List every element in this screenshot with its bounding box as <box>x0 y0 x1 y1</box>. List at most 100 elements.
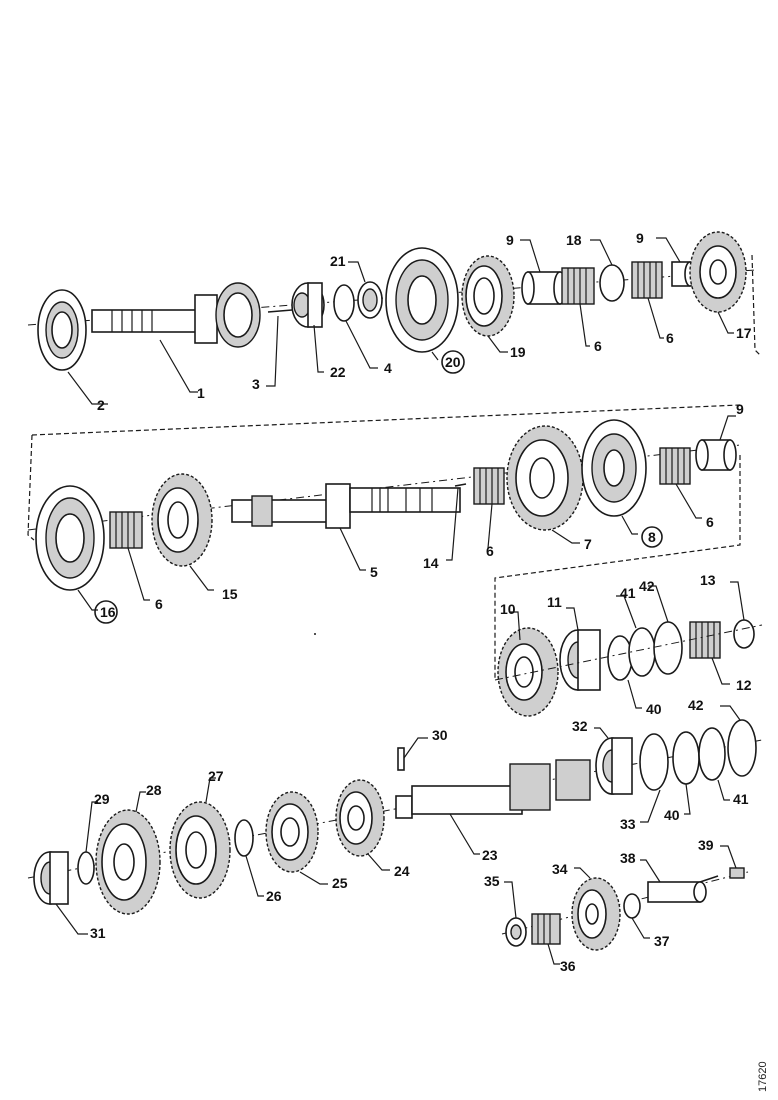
part-10-gear <box>497 627 559 717</box>
label-6d: 6 <box>486 543 494 559</box>
part-6d-needle-bearing <box>473 467 505 505</box>
label-1: 1 <box>197 385 205 401</box>
part-40a-circlip <box>607 635 633 681</box>
label-23: 23 <box>482 847 498 863</box>
label-9b: 9 <box>636 230 644 246</box>
subassembly-leaders <box>510 581 745 709</box>
label-4: 4 <box>384 360 392 376</box>
label-24: 24 <box>394 863 410 879</box>
part-1-primary-shaft <box>91 282 261 348</box>
part-27-gear <box>169 801 231 899</box>
part-19-gear <box>461 255 515 337</box>
label-11: 11 <box>547 594 562 610</box>
label-20: 20 <box>445 354 461 370</box>
label-2: 2 <box>97 397 105 413</box>
label-27: 27 <box>208 768 224 784</box>
part-6e-needle-bearing <box>659 447 691 485</box>
part-8-synchro <box>581 419 647 517</box>
label-5: 5 <box>370 564 378 580</box>
part-9a-sleeve <box>521 271 567 305</box>
part-32-bearing <box>595 737 633 795</box>
part-7-gear <box>506 425 584 531</box>
row2-top-bracket <box>31 404 741 436</box>
part-6a-needle-bearing <box>561 267 595 305</box>
part-40b-circlip <box>672 731 700 785</box>
label-15: 15 <box>222 586 238 602</box>
part-3-pin <box>267 309 293 313</box>
label-31: 31 <box>90 925 106 941</box>
part-23-layshaft <box>395 759 591 819</box>
row3-leaders <box>55 705 741 935</box>
part-9c-sleeve <box>695 439 737 471</box>
label-7: 7 <box>584 536 592 552</box>
part-6b-needle-bearing <box>631 261 663 299</box>
part-26-washer <box>234 819 254 857</box>
part-42b-circlip <box>727 719 757 777</box>
part-6c-needle-bearing <box>109 511 143 549</box>
label-6b: 6 <box>666 330 674 346</box>
part-38-reverse-shaft <box>647 875 719 903</box>
part-2-bearing <box>37 289 87 371</box>
label-22: 22 <box>330 364 346 380</box>
label-33: 33 <box>620 816 636 832</box>
part-14-pin <box>454 483 467 487</box>
label-13: 13 <box>700 572 716 588</box>
label-8: 8 <box>648 529 656 545</box>
label-26: 26 <box>266 888 282 904</box>
part-15-gear <box>151 473 213 567</box>
part-28-gear <box>95 809 161 915</box>
part-12-needle-bearing <box>689 621 721 659</box>
label-9a: 9 <box>506 232 514 248</box>
part-17-gear <box>689 231 747 313</box>
label-21: 21 <box>330 253 346 269</box>
label-38: 38 <box>620 850 636 866</box>
label-34: 34 <box>552 861 568 877</box>
part-20-synchro-hub <box>385 247 459 353</box>
label-42a: 42 <box>639 578 655 594</box>
row2-leaders <box>77 415 736 611</box>
label-17: 17 <box>736 325 752 341</box>
part-21-synchro-ring <box>357 281 383 319</box>
label-18: 18 <box>566 232 582 248</box>
row2-left-bracket <box>27 434 35 541</box>
row3-axis-line <box>27 739 763 879</box>
label-16: 16 <box>100 604 116 620</box>
part-41a-ring <box>628 627 656 677</box>
part-33-ring <box>639 733 669 791</box>
label-8-circle <box>641 526 663 548</box>
part-34-reverse-gear <box>571 877 621 951</box>
label-36: 36 <box>560 958 576 974</box>
part-13-ring <box>733 619 755 649</box>
label-40a: 40 <box>646 701 662 717</box>
label-3: 3 <box>252 376 260 392</box>
label-25: 25 <box>332 875 348 891</box>
label-14: 14 <box>423 555 439 571</box>
label-9c: 9 <box>736 401 744 417</box>
part-37-washer <box>623 893 641 919</box>
label-40b: 40 <box>664 807 680 823</box>
part-30-key <box>397 747 405 771</box>
label-16-circle <box>94 600 118 624</box>
label-39: 39 <box>698 837 714 853</box>
label-6c: 6 <box>155 596 163 612</box>
part-39-bolt <box>729 867 745 879</box>
label-42b: 42 <box>688 697 704 713</box>
label-37: 37 <box>654 933 670 949</box>
part-36-needle-bearing <box>531 913 561 945</box>
label-32: 32 <box>572 718 588 734</box>
label-6e: 6 <box>706 514 714 530</box>
part-41b-ring <box>698 727 726 781</box>
part-25-gear <box>265 791 319 873</box>
part-22-bearing <box>291 282 325 328</box>
label-20-circle <box>441 350 465 374</box>
label-19: 19 <box>510 344 526 360</box>
label-41a: 41 <box>620 585 636 601</box>
row2-right-bracket <box>494 455 741 680</box>
label-35: 35 <box>484 873 500 889</box>
label-12: 12 <box>736 677 752 693</box>
part-16-synchro <box>35 485 105 591</box>
label-6a: 6 <box>594 338 602 354</box>
figure-number: 17620 <box>757 1061 769 1092</box>
part-11-bearing <box>559 629 601 691</box>
